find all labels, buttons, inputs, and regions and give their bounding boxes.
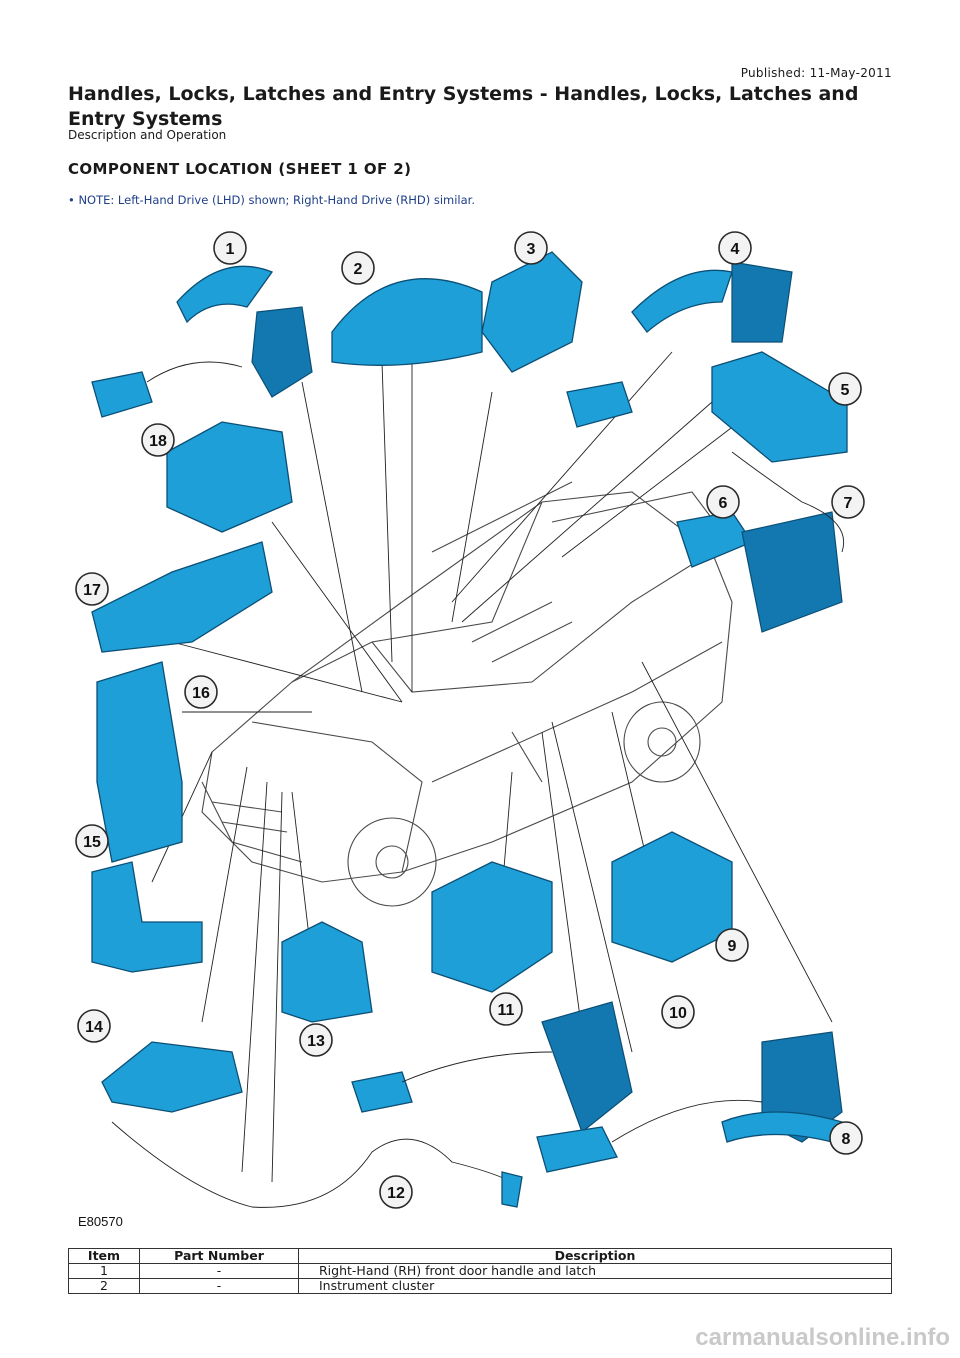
callout-1: 1 [213,231,247,265]
svg-text:15: 15 [83,834,101,851]
svg-text:16: 16 [192,685,210,702]
item-cell: 1 [68,1263,140,1279]
parts-table: Item Part Number Description 1 - Right-H… [68,1248,892,1294]
svg-text:4: 4 [731,241,740,258]
callout-2: 2 [341,251,375,285]
callout-17: 17 [75,572,109,606]
svg-text:13: 13 [307,1033,325,1050]
watermark-text: carmanualsonline.info [695,1324,950,1351]
callout-5: 5 [828,372,862,406]
svg-text:9: 9 [728,938,737,955]
callout-10: 10 [661,995,695,1029]
component-parts [91,251,848,1208]
part-number-cell: - [139,1263,299,1279]
table-row: 2 - Instrument cluster [68,1278,892,1294]
callout-4: 4 [718,231,752,265]
svg-text:17: 17 [83,582,101,599]
svg-text:3: 3 [527,241,536,258]
callout-13: 13 [299,1023,333,1057]
svg-text:18: 18 [149,433,167,450]
callout-14: 14 [77,1009,111,1043]
callout-6: 6 [706,485,740,519]
callout-16: 16 [184,675,218,709]
callout-11: 11 [489,992,523,1026]
svg-text:12: 12 [387,1185,405,1202]
callout-12: 12 [379,1175,413,1209]
callout-7: 7 [831,485,865,519]
section-heading: COMPONENT LOCATION (SHEET 1 OF 2) [68,160,412,178]
published-date: Published: 11-May-2011 [740,66,892,80]
svg-text:2: 2 [354,261,363,278]
item-cell: 2 [68,1278,140,1294]
figure-id: E80570 [78,1214,123,1229]
component-location-figure: 1 2 3 4 5 6 7 8 9 10 11 12 13 14 15 16 1… [72,222,894,1234]
callout-3: 3 [514,231,548,265]
column-header-description: Description [298,1248,892,1264]
svg-text:14: 14 [85,1019,103,1036]
svg-text:5: 5 [841,382,850,399]
column-header-part-number: Part Number [139,1248,299,1264]
callout-15: 15 [75,824,109,858]
description-cell: Instrument cluster [298,1278,892,1294]
callout-18: 18 [141,423,175,457]
column-header-item: Item [68,1248,140,1264]
svg-text:11: 11 [498,1002,515,1019]
note-text: • NOTE: Left-Hand Drive (LHD) shown; Rig… [68,193,475,207]
svg-text:8: 8 [842,1131,851,1148]
callout-9: 9 [715,928,749,962]
svg-text:10: 10 [669,1005,687,1022]
table-row: 1 - Right-Hand (RH) front door handle an… [68,1263,892,1279]
table-header-row: Item Part Number Description [68,1248,892,1264]
vehicle-outline [201,481,733,907]
svg-text:1: 1 [226,241,235,258]
part-number-cell: - [139,1278,299,1294]
page-subtitle: Description and Operation [68,128,227,142]
svg-text:7: 7 [844,495,853,512]
svg-text:6: 6 [719,495,728,512]
callout-8: 8 [829,1121,863,1155]
description-cell: Right-Hand (RH) front door handle and la… [298,1263,892,1279]
page-title: Handles, Locks, Latches and Entry System… [68,83,859,130]
